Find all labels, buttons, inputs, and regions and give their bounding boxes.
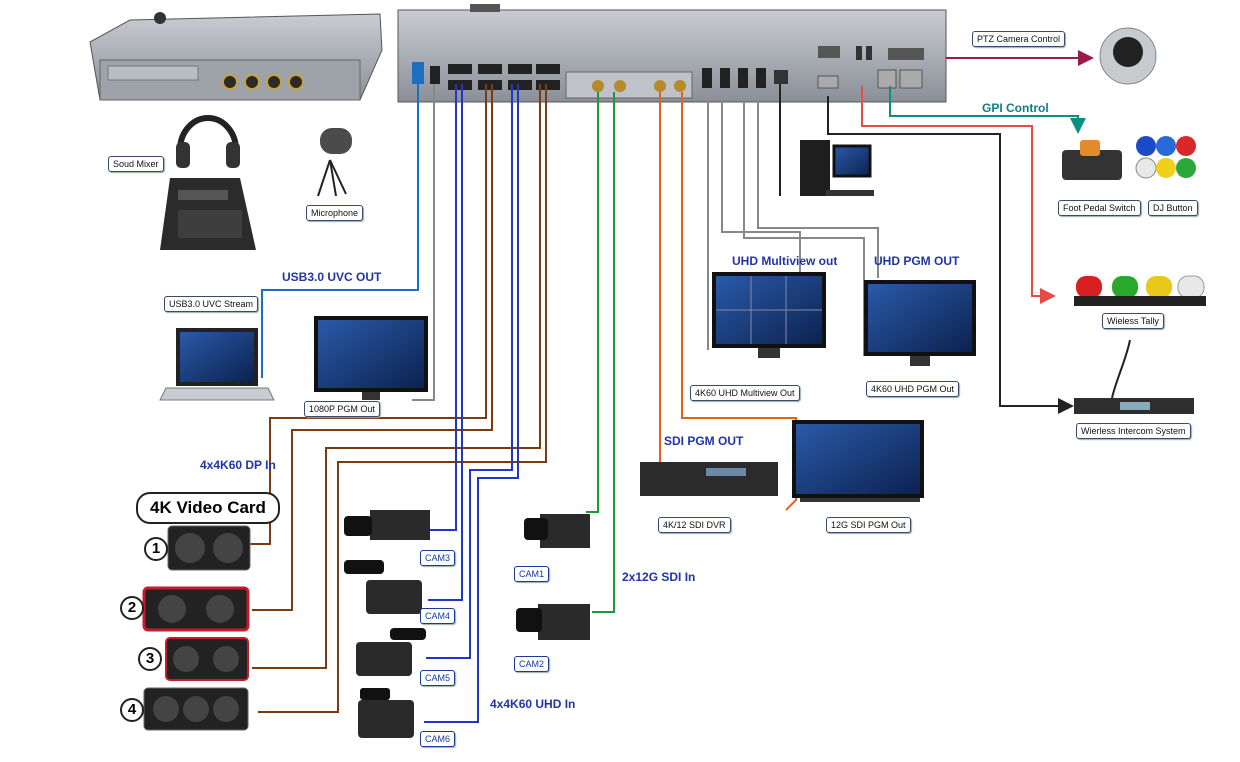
headphones-icon [176, 115, 240, 168]
label-cam3: CAM3 [420, 550, 456, 566]
label-wireless-tally: Wieless Tally [1102, 313, 1164, 329]
label-cam4: CAM4 [420, 608, 456, 624]
heading-uhd-in: 4x4K60 UHD In [490, 697, 576, 711]
monitor-multiview [712, 272, 826, 358]
heading-sdi-pgm: SDI PGM OUT [664, 434, 744, 448]
label-sound-mixer: Soud Mixer [108, 156, 164, 172]
monitor-uhd-pgm [864, 280, 976, 366]
label-dj-button: DJ Button [1148, 200, 1198, 216]
camera-cam3 [344, 510, 430, 540]
sound-mixer-device [160, 178, 256, 250]
switcher-rear-panel [397, 4, 947, 103]
video-card-title: 4K Video Card [136, 492, 280, 524]
laptop-icon [159, 328, 275, 401]
label-cam6: CAM6 [420, 731, 456, 747]
video-card-1 [167, 525, 251, 571]
label-intercom: Wierless Intercom System [1076, 423, 1191, 439]
heading-uhd-multiview: UHD Multiview out [732, 254, 838, 268]
label-microphone: Microphone [306, 205, 364, 221]
dj-buttons-icon [1135, 136, 1196, 179]
video-card-4 [143, 687, 249, 731]
label-uhd-pgm-out: 4K60 UHD PGM Out [866, 381, 960, 397]
camera-cam1 [524, 514, 590, 548]
heading-sdi-in: 2x12G SDI In [622, 570, 696, 584]
camera-cam5 [356, 628, 426, 676]
ptz-camera-icon [1099, 27, 1157, 85]
camera-cam6 [358, 688, 414, 738]
heading-dp-in: 4x4K60 DP In [200, 458, 276, 472]
heading-usb-uvc-out: USB3.0 UVC OUT [282, 270, 382, 284]
heading-gpi-control: GPI Control [982, 101, 1049, 115]
video-card-number-2: 2 [120, 596, 144, 620]
video-card-3 [165, 637, 249, 681]
foot-pedal-icon [1062, 140, 1122, 180]
video-card-number-1: 1 [144, 537, 168, 561]
video-card-number-4: 4 [120, 698, 144, 722]
label-multiview-out: 4K60 UHD Multiview Out [690, 385, 800, 401]
label-foot-pedal-switch: Foot Pedal Switch [1058, 200, 1141, 216]
video-card-number-3: 3 [138, 647, 162, 671]
label-cam1: CAM1 [514, 566, 550, 582]
tally-lights-icon [1074, 275, 1206, 306]
label-1080p-pgm-out: 1080P PGM Out [304, 401, 380, 417]
monitor-1080p [314, 316, 428, 400]
label-cam2: CAM2 [514, 656, 550, 672]
label-sdi-dvr: 4K/12 SDI DVR [658, 517, 731, 533]
microphone-icon [317, 128, 352, 197]
sdi-dvr-icon [640, 462, 778, 496]
desktop-pc-icon [800, 140, 874, 196]
label-ptz-camera-control: PTZ Camera Control [972, 31, 1066, 47]
monitor-sdi-pgm [792, 420, 924, 502]
camera-cam4 [344, 560, 422, 614]
heading-uhd-pgm: UHD PGM OUT [874, 254, 960, 268]
switcher-control-surface [89, 12, 383, 101]
camera-cam2 [516, 604, 590, 640]
video-card-2 [142, 586, 250, 632]
intercom-icon [1074, 339, 1194, 414]
label-cam5: CAM5 [420, 670, 456, 686]
label-usb-stream: USB3.0 UVC Stream [164, 296, 259, 312]
label-sdi-pgm-out: 12G SDI PGM Out [826, 517, 911, 533]
